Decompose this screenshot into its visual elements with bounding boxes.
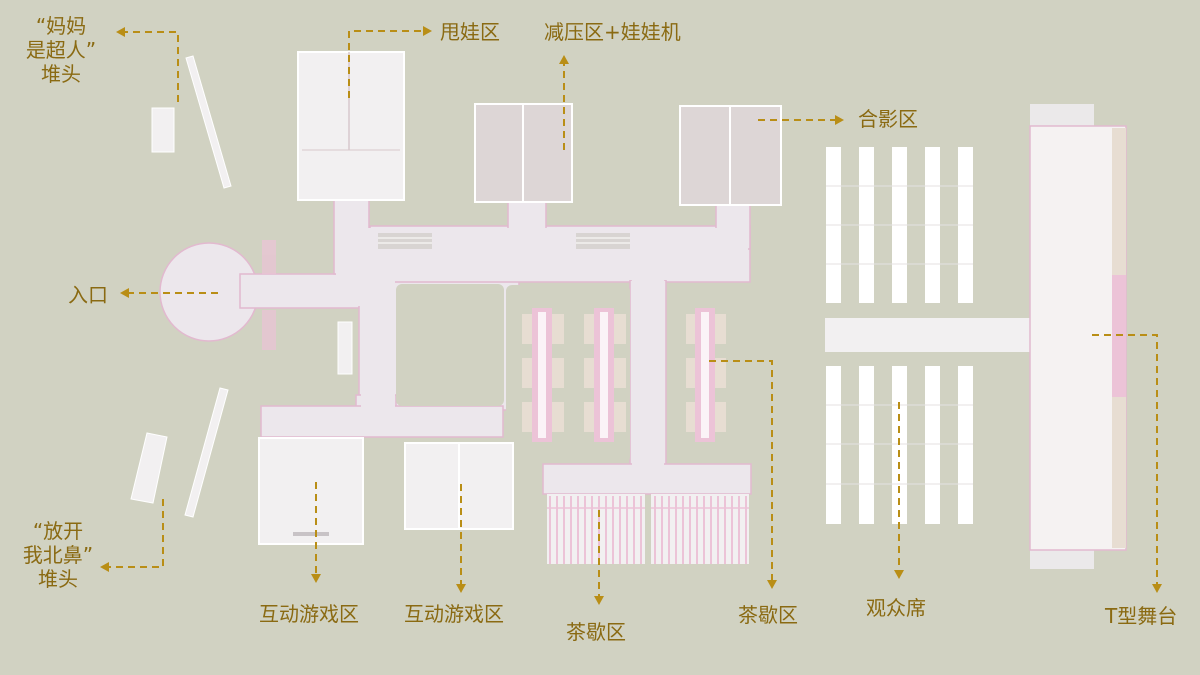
stage-runway	[825, 318, 1033, 352]
photo-booth-bottom-left	[130, 387, 229, 518]
game-zone-1	[258, 437, 364, 545]
label-photo-bottom-left: “放开 我北鼻” 堆头	[22, 519, 94, 591]
label-group-photo: 合影区	[858, 107, 918, 131]
stress-relief-zone	[474, 103, 573, 203]
entrance-side-pieces	[262, 240, 276, 350]
t-stage	[1029, 104, 1127, 569]
label-audience-seats: 观众席	[866, 596, 926, 620]
tea-tables	[522, 308, 726, 442]
photo-booth-top-left	[151, 55, 232, 189]
label-stress-relief: 减压区+娃娃机	[544, 20, 681, 44]
label-doll-throw: 甩娃区	[440, 20, 500, 44]
label-tea-break-2: 茶歇区	[738, 603, 798, 627]
label-game-zone-1: 互动游戏区	[259, 602, 359, 626]
tea-buffet-stripes	[547, 494, 749, 564]
label-entrance: 入口	[68, 283, 108, 307]
leader-lines	[108, 30, 1158, 596]
label-t-stage: T型舞台	[1105, 604, 1178, 628]
group-photo-zone	[679, 105, 782, 206]
doll-throw-zone	[297, 51, 405, 201]
leader-arrowheads	[100, 26, 1162, 605]
walkway-benches	[378, 233, 630, 249]
label-tea-break-1: 茶歇区	[566, 620, 626, 644]
label-game-zone-2: 互动游戏区	[404, 602, 504, 626]
game-zone-2	[404, 442, 514, 530]
label-photo-top-left: “妈妈 是超人” 堆头	[25, 14, 97, 86]
